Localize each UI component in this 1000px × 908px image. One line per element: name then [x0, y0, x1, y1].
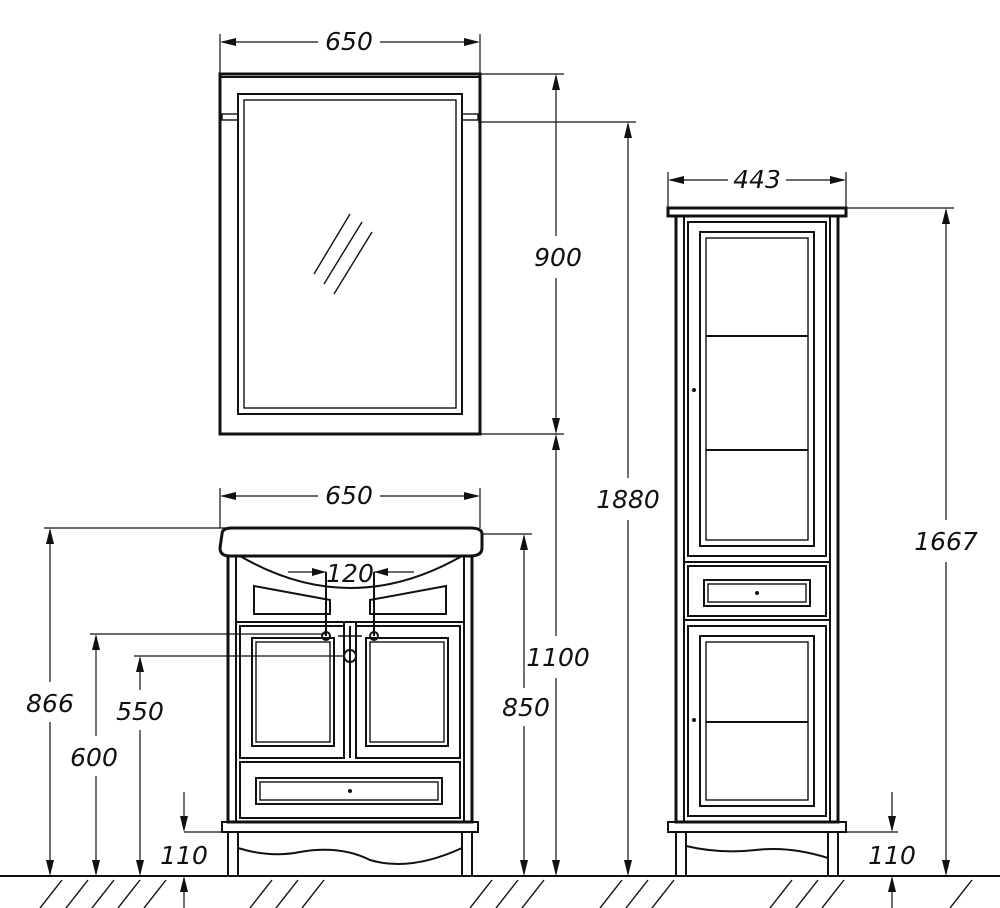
mirror-glare — [313, 213, 373, 295]
label-mirror-top-height: 1880 — [596, 485, 660, 514]
floor-hatch — [39, 879, 973, 908]
mirror — [218, 72, 482, 436]
label-faucet-spacing: 120 — [326, 559, 374, 588]
label-cabinet-width: 443 — [733, 165, 781, 194]
vanity — [218, 526, 484, 876]
tall-cabinet — [666, 206, 848, 876]
dimension-labels: 650 900 1880 650 120 866 600 550 110 850… — [26, 27, 978, 870]
label-mirror-bottom-height: 1100 — [526, 643, 590, 672]
label-vanity-width: 650 — [325, 481, 373, 510]
floor — [0, 875, 1000, 908]
label-outlet-height-550: 550 — [116, 697, 164, 726]
dimension-lines — [44, 34, 954, 908]
label-vanity-leg-height: 110 — [160, 841, 208, 870]
label-cabinet-leg-height: 110 — [868, 841, 916, 870]
plumbing — [321, 572, 379, 663]
label-countertop-height: 850 — [502, 693, 550, 722]
label-cabinet-height: 1667 — [914, 527, 978, 556]
label-outlet-height-600: 600 — [70, 743, 118, 772]
label-vanity-total-height: 866 — [26, 689, 74, 718]
label-mirror-width: 650 — [325, 27, 373, 56]
label-mirror-height: 900 — [534, 243, 582, 272]
